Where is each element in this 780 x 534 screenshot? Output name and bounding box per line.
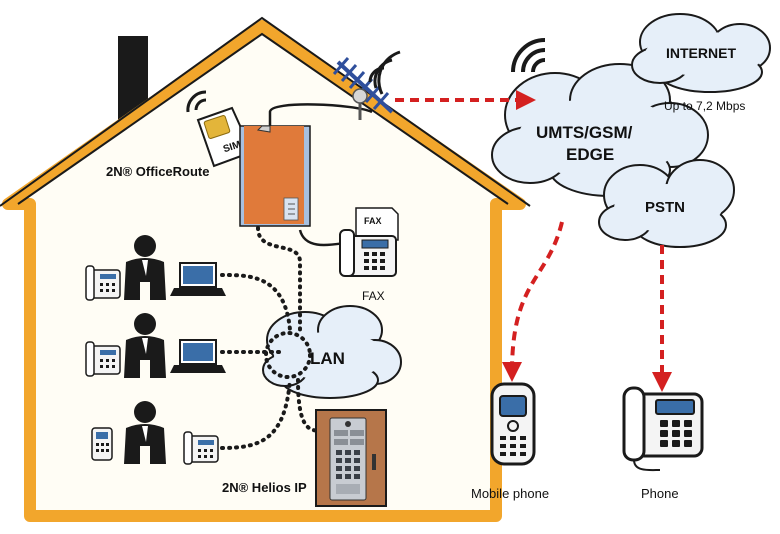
- umts-label-line2: EDGE: [566, 145, 614, 164]
- fax-paper-label: FAX: [364, 216, 382, 226]
- speed-label: Up to 7,2 Mbps: [664, 99, 745, 113]
- door-intercom-icon: [315, 409, 387, 507]
- house-outline: [2, 20, 526, 522]
- laptop-icon: [170, 339, 226, 373]
- desk-phone-icon: [85, 341, 121, 377]
- businessman-icon: [124, 235, 166, 300]
- desk-phone-icon: [85, 265, 121, 301]
- lan-cables: [220, 226, 332, 450]
- sim-card-icon: SIM: [196, 106, 254, 168]
- sim-signal-icon: [186, 90, 207, 113]
- laptop-icon: [170, 262, 226, 296]
- landline-phone-icon: [622, 386, 704, 472]
- wireless-links: [395, 90, 672, 392]
- pstn-label: PSTN: [645, 199, 685, 216]
- sim-label: SIM: [222, 139, 242, 155]
- umts-label-line1: UMTS/GSM/: [536, 123, 633, 142]
- mobile-phone-label: Mobile phone: [471, 486, 549, 501]
- internet-label: INTERNET: [666, 45, 736, 61]
- phone-label: Phone: [641, 486, 679, 501]
- house-roof-inner: [17, 32, 509, 205]
- cloud-internet: [631, 13, 771, 93]
- house-roof-outer: [0, 16, 531, 207]
- lan-label: LAN: [310, 349, 345, 368]
- cloud-pstn: [598, 159, 735, 248]
- umts-to-mobile-link: [502, 221, 564, 382]
- cordless-phone-icon: [91, 427, 113, 461]
- antenna-signal-icon: [368, 50, 401, 95]
- fax-label: FAX: [362, 289, 385, 303]
- officeroute-label: 2N® OfficeRoute: [106, 164, 209, 179]
- businessman-icon: [124, 401, 166, 464]
- businessman-icon: [124, 313, 166, 378]
- mobile-phone-icon: [490, 382, 536, 466]
- cloud-lan: [262, 305, 402, 399]
- helios-label: 2N® Helios IP: [222, 480, 307, 495]
- umts-signal-icon: [511, 38, 546, 73]
- fax-machine-icon: FAX: [339, 207, 399, 277]
- officeroute-device: [239, 125, 311, 227]
- desk-phone-icon: [183, 431, 219, 465]
